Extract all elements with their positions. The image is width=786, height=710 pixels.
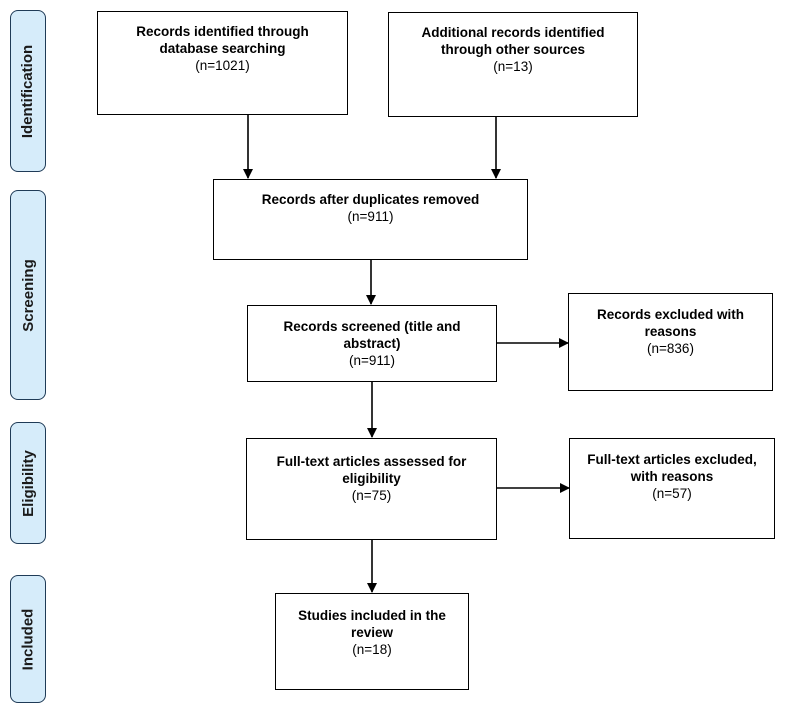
box-fulltext-assessed-count: (n=75) — [351, 488, 392, 503]
box-duplicates-title: Records after duplicates removed — [261, 192, 480, 207]
box-other-sources-count: (n=13) — [493, 59, 533, 74]
box-screened-title-line1: Records screened (title and — [283, 319, 461, 334]
stage-eligibility: Eligibility — [10, 422, 46, 544]
box-included-count: (n=18) — [352, 642, 392, 657]
box-database-title-line2: database searching — [159, 41, 286, 56]
box-other-sources-title-line1: Additional records identified — [421, 25, 605, 40]
box-other-sources: Additional records identified through ot… — [388, 12, 638, 117]
box-fulltext-excluded-title-line2: with reasons — [630, 469, 714, 484]
stage-screening: Screening — [10, 190, 46, 400]
box-screened-title-line2: abstract) — [343, 336, 401, 351]
box-other-sources-title-line2: through other sources — [440, 42, 585, 57]
box-fulltext-excluded-count: (n=57) — [652, 486, 692, 501]
box-screened-count: (n=911) — [349, 353, 395, 368]
box-included-title-line1: Studies included in the — [298, 608, 446, 623]
box-fulltext-assessed-title-line2: eligibility — [342, 471, 401, 486]
box-fulltext-assessed: Full-text articles assessed for eligibil… — [246, 438, 497, 540]
box-excluded-title-line1: Records excluded with — [596, 307, 745, 322]
box-records-excluded: Records excluded with reasons (n=836) — [568, 293, 773, 391]
box-excluded-title-line2: reasons — [644, 324, 697, 339]
stage-identification: Identification — [10, 10, 46, 172]
box-records-screened: Records screened (title and abstract) (n… — [247, 305, 497, 382]
box-included-title-line2: review — [350, 625, 394, 640]
box-fulltext-excluded-title-line1: Full-text articles excluded, — [587, 452, 757, 467]
box-duplicates-count: (n=911) — [347, 209, 394, 224]
box-database-searching: Records identified through database sear… — [97, 11, 348, 115]
box-database-count: (n=1021) — [195, 58, 250, 73]
box-fulltext-excluded: Full-text articles excluded, with reason… — [569, 438, 775, 539]
box-fulltext-assessed-title-line1: Full-text articles assessed for — [276, 454, 467, 469]
stage-included: Included — [10, 575, 46, 703]
box-excluded-count: (n=836) — [647, 341, 694, 356]
box-duplicates-removed: Records after duplicates removed (n=911) — [213, 179, 528, 260]
box-studies-included: Studies included in the review (n=18) — [275, 593, 469, 690]
box-database-title-line1: Records identified through — [136, 24, 309, 39]
